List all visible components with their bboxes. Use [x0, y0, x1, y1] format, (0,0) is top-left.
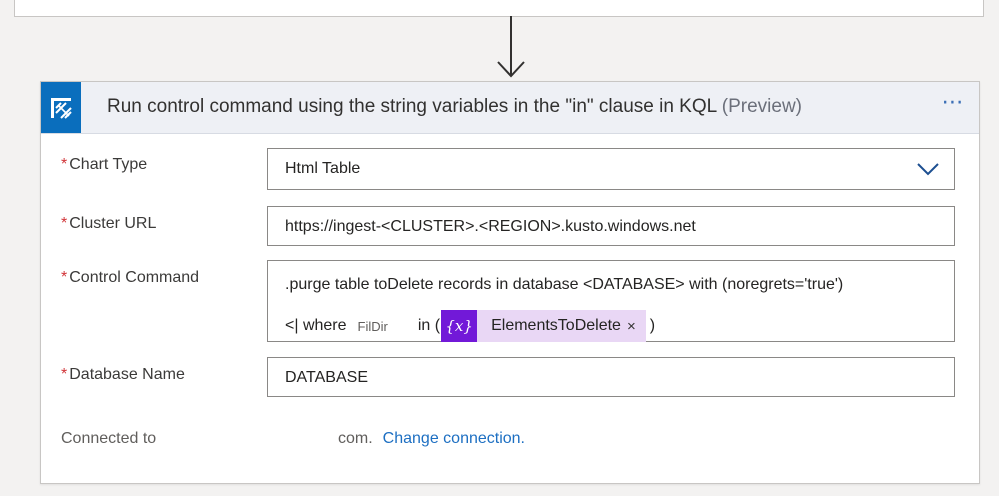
arrow-down-icon: [497, 16, 525, 78]
database-name-value: DATABASE: [285, 369, 368, 386]
database-name-input[interactable]: DATABASE: [267, 357, 955, 397]
in-clause-text: in (: [417, 317, 441, 334]
control-command-line2: <| where FilDir in ( {x} ElementsToDelet…: [285, 310, 655, 342]
token-label: ElementsToDelete: [491, 317, 621, 334]
token-remove-button[interactable]: ×: [626, 317, 636, 335]
change-connection-link[interactable]: Change connection.: [382, 430, 525, 447]
command-where-text: <| where: [285, 317, 347, 334]
control-command-label: *Control Command: [61, 269, 199, 287]
required-marker: *: [61, 215, 68, 232]
chart-type-label: *Chart Type: [61, 156, 147, 174]
chart-type-dropdown[interactable]: Html Table: [267, 148, 955, 190]
chart-type-label-text: Chart Type: [69, 156, 148, 173]
database-name-label: *Database Name: [61, 366, 185, 384]
cluster-url-input[interactable]: https://ingest-<CLUSTER>.<REGION>.kusto.…: [267, 206, 955, 246]
required-marker: *: [61, 156, 68, 173]
previous-action-card: [14, 0, 984, 17]
chevron-down-icon[interactable]: [916, 161, 940, 177]
dynamic-content-token[interactable]: {x} ElementsToDelete ×: [441, 310, 646, 342]
filter-column-text: FilDir: [357, 318, 388, 334]
in-clause-close: ): [649, 317, 656, 334]
cluster-url-label-text: Cluster URL: [69, 215, 157, 232]
preview-tag: (Preview): [721, 96, 802, 117]
connection-info: com. Change connection.: [338, 430, 525, 448]
control-command-line1: .purge table toDelete records in databas…: [285, 276, 844, 293]
control-command-label-text: Control Command: [69, 269, 200, 286]
control-command-input[interactable]: .purge table toDelete records in databas…: [267, 260, 955, 342]
action-card: Run control command using the string var…: [40, 81, 980, 484]
more-options-button[interactable]: ⋯: [941, 89, 965, 114]
kusto-icon: [41, 82, 81, 133]
action-title-text: Run control command using the string var…: [107, 96, 717, 117]
connection-name: com.: [338, 430, 373, 447]
database-name-label-text: Database Name: [69, 366, 185, 383]
required-marker: *: [61, 366, 68, 383]
connected-to-label: Connected to: [61, 430, 157, 447]
variable-icon: {x}: [441, 310, 478, 342]
required-marker: *: [61, 269, 68, 286]
cluster-url-value: https://ingest-<CLUSTER>.<REGION>.kusto.…: [285, 218, 696, 235]
cluster-url-label: *Cluster URL: [61, 215, 156, 233]
chart-type-value: Html Table: [285, 160, 361, 177]
action-card-title: Run control command using the string var…: [107, 96, 802, 118]
action-card-header[interactable]: Run control command using the string var…: [41, 82, 979, 134]
